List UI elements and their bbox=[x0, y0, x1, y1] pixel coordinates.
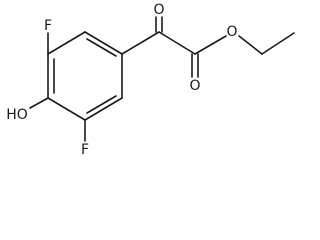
bond-ring-to-hydroxyl bbox=[29, 97, 49, 109]
ring-double-bond-c1-c2 bbox=[86, 38, 117, 57]
atom-label-f-top: F bbox=[44, 18, 52, 34]
bond-ester-carbon-to-ether-oxygen bbox=[194, 35, 227, 55]
ring-bond-c4-c5 bbox=[47, 97, 86, 121]
chemical-structure: F F HO O O O bbox=[6, 2, 295, 158]
atom-label-keto-oxygen: O bbox=[153, 2, 164, 18]
bond-ether-oxygen-to-methylene bbox=[238, 35, 263, 55]
atom-label-hydroxyl: HO bbox=[6, 107, 28, 123]
bond-methylene-to-methyl bbox=[261, 32, 295, 55]
bond-keto-to-ester-carbon bbox=[158, 31, 196, 55]
atom-label-ester-ether-oxygen: O bbox=[226, 24, 237, 40]
bond-ring-to-keto-carbon bbox=[121, 31, 160, 55]
ring-bond-c1-c2 bbox=[84, 31, 123, 55]
ring-bond-c6-c1 bbox=[47, 31, 86, 55]
ring-bond-c3-c4 bbox=[84, 97, 123, 121]
atom-label-ester-carbonyl-oxygen: O bbox=[189, 78, 200, 94]
benzene-ring bbox=[47, 31, 123, 121]
ring-double-bond-c3-c4 bbox=[86, 95, 117, 114]
atom-label-f-bottom: F bbox=[81, 142, 89, 158]
